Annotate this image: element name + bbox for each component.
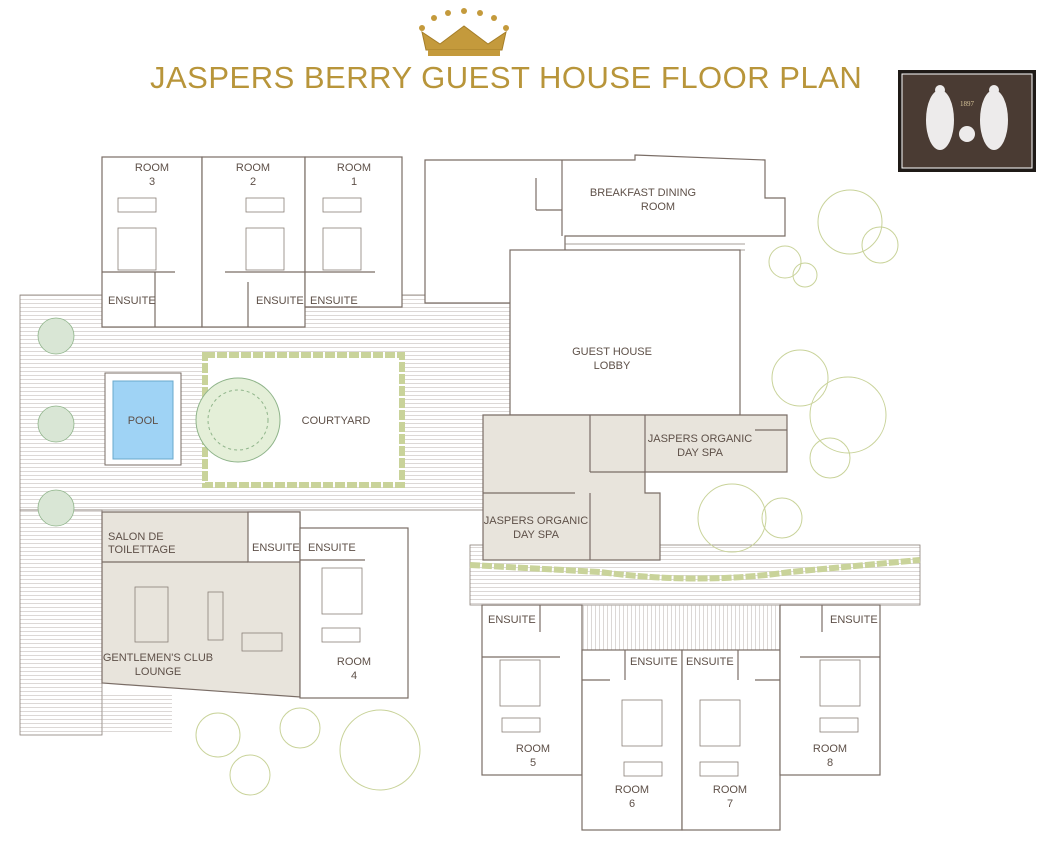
room-6 (581, 649, 683, 831)
room-4 (299, 527, 409, 699)
palm-plants (37, 317, 75, 527)
courtyard (195, 352, 405, 488)
svg-text:1897: 1897 (960, 100, 975, 108)
ensuite-room-6-label: ENSUITE (630, 656, 678, 668)
room-4-number: 4 (351, 670, 357, 682)
room-8-number: 8 (827, 757, 833, 769)
salon-label-line2: TOILETTAGE (108, 544, 175, 556)
room-3 (101, 156, 203, 328)
room-1 (304, 156, 403, 308)
ensuite-room-5-label: ENSUITE (488, 614, 536, 626)
room-7-number: 7 (727, 798, 733, 810)
decking (19, 294, 921, 736)
lounge-label: GENTLEMEN'S CLUB (103, 652, 213, 664)
pool-label: POOL (128, 415, 159, 427)
ensuite-room-8-label: ENSUITE (830, 614, 878, 626)
room-6-label: ROOM (615, 784, 649, 796)
lobby-label: GUEST HOUSE (572, 346, 652, 358)
page-title: JASPERS BERRY GUEST HOUSE FLOOR PLAN (150, 60, 863, 95)
ensuite-room-1-label: ENSUITE (310, 295, 358, 307)
lounge-label-line2: LOUNGE (135, 666, 181, 678)
ensuite-room-4-label: ENSUITE (308, 542, 356, 554)
ensuite-room-3-label: ENSUITE (108, 295, 156, 307)
room-7-label: ROOM (713, 784, 747, 796)
room-3-number: 3 (149, 176, 155, 188)
breakfast-label-line2: ROOM (641, 201, 675, 213)
room-1-number: 1 (351, 176, 357, 188)
ensuite-room-7-label: ENSUITE (686, 656, 734, 668)
garden-trees (195, 189, 899, 796)
salon-label: SALON DE (108, 531, 164, 543)
room-2 (201, 156, 306, 328)
spa-bottom-label: JASPERS ORGANIC (484, 515, 589, 527)
room-8 (779, 604, 881, 776)
room-8-label: ROOM (813, 743, 847, 755)
spa-bottom-label-line2: DAY SPA (513, 529, 560, 541)
spa-top-label: JASPERS ORGANIC (648, 433, 753, 445)
crest-emblem: 1897 (898, 70, 1036, 172)
spa-top-label-line2: DAY SPA (677, 447, 724, 459)
pool (104, 372, 182, 466)
room-4-label: ROOM (337, 656, 371, 668)
room-2-label: ROOM (236, 162, 270, 174)
day-spa (482, 414, 788, 561)
ensuite-salon-label: ENSUITE (252, 542, 300, 554)
lobby-label-line2: LOBBY (594, 360, 631, 372)
room-2-number: 2 (250, 176, 256, 188)
crown-logo (419, 8, 509, 56)
breakfast-label: BREAKFAST DINING (590, 187, 696, 199)
courtyard-label: COURTYARD (302, 415, 371, 427)
room-5 (481, 604, 583, 776)
room-5-number: 5 (530, 757, 536, 769)
room-5-label: ROOM (516, 743, 550, 755)
room-6-number: 6 (629, 798, 635, 810)
guest-house-lobby (509, 249, 741, 416)
room-1-label: ROOM (337, 162, 371, 174)
room-3-label: ROOM (135, 162, 169, 174)
planter-strip (469, 557, 921, 582)
ensuite-room-2-label: ENSUITE (256, 295, 304, 307)
